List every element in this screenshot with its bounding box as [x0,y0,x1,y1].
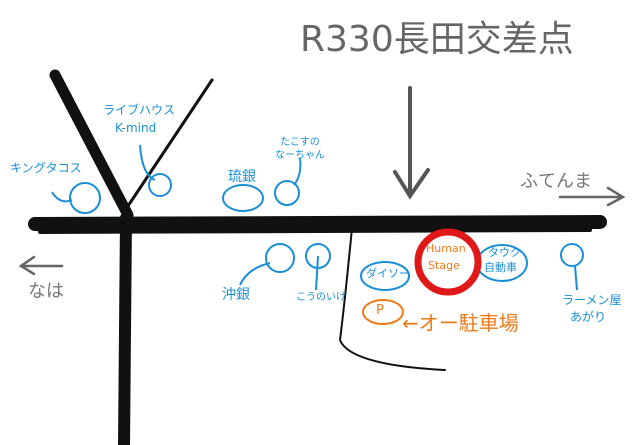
place-markers [51,144,584,291]
right-arrow-icon [558,186,626,207]
daiso-marker [360,261,410,291]
label-king-tacos: キングタコス [10,161,82,175]
okigin-marker [265,243,295,273]
label-okigin: 沖銀 [222,287,250,303]
ramen-marker [560,243,584,267]
left-arrow-icon [18,255,64,276]
main-road [28,215,607,231]
label-ryugin: 琉銀 [228,169,256,185]
label-daiso: ダイソー [366,267,410,280]
nachan-marker [274,180,300,206]
label-takosu-1: たこすの [280,137,320,148]
king-tacos-marker [69,182,101,214]
intersection-title: R330長田交差点 [300,19,574,60]
parking-icon: P [376,303,384,318]
label-parking: ←オー駐車場 [402,311,519,335]
label-dealer-2: 自動車 [484,261,517,274]
human-stage-highlight [414,228,482,296]
label-livehouse-2: K-mind [115,121,157,135]
label-livehouse-1: ライブハウス [103,103,176,117]
label-takosu-2: なーちゃん [275,150,325,161]
label-human-stage-2: Stage [428,259,460,272]
k-mind-marker [148,173,172,197]
direction-naha: なは [28,281,64,302]
down-arrow-icon [393,86,430,200]
label-ramen-2: あがり [570,310,607,324]
diagonal-road-thin [122,78,214,214]
label-kounoike: こうのいけ [296,292,346,303]
direction-futenma: ふてんま [520,171,592,192]
roads [28,69,607,445]
diagonal-road-thick [49,69,134,221]
vertical-road [118,212,132,445]
label-human-stage-1: Human [426,242,466,255]
label-dealer-1: タウク [488,246,521,259]
arrows [18,86,626,276]
ryugin-marker [222,184,264,212]
parking-marker [362,299,404,325]
label-ramen-1: ラーメン屋 [562,293,622,307]
side-road [338,227,446,371]
